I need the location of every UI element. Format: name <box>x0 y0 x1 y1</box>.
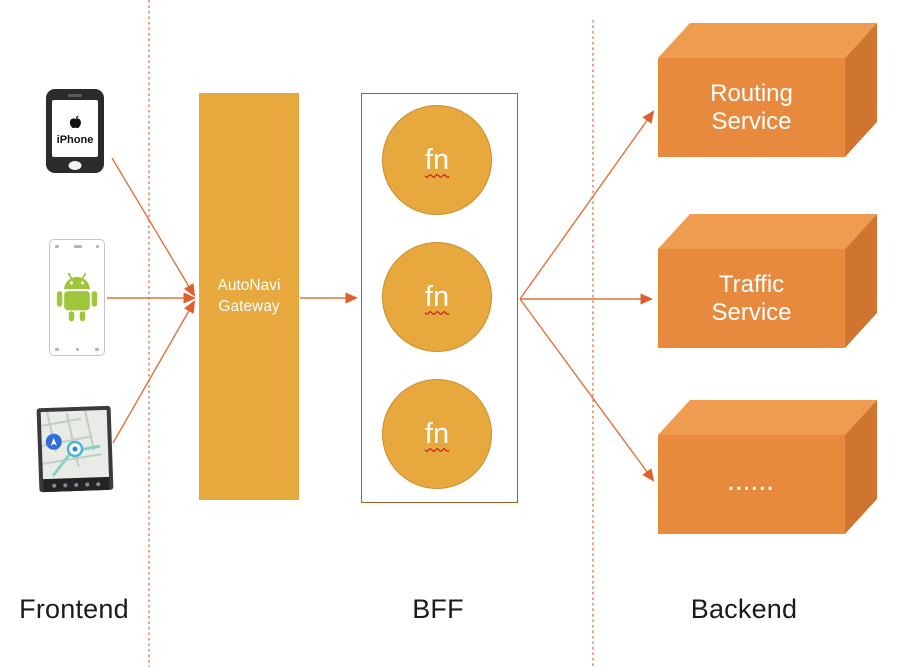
routing-service-node: Routing Service <box>658 23 877 157</box>
fn-node-1: fn <box>382 105 492 215</box>
android-status-bar <box>50 240 104 252</box>
arrow-bff-more <box>519 298 655 482</box>
frontend-section-label: Frontend <box>19 594 129 624</box>
backend-section-label: Backend <box>690 594 798 624</box>
iphone-screen: iPhone <box>52 100 98 157</box>
iphone-device-icon: iPhone <box>46 89 104 173</box>
more-services-label: ...... <box>727 472 775 496</box>
fn-node-2-label: fn <box>424 280 450 313</box>
bff-section-label: BFF <box>412 594 464 624</box>
arrow-carnav-gateway <box>112 300 196 444</box>
routing-service-cube <box>658 23 877 157</box>
android-device-icon <box>49 239 105 356</box>
more-services-cube <box>658 400 877 534</box>
fn-node-3: fn <box>382 379 492 489</box>
fn-node-2: fn <box>382 242 492 352</box>
traffic-service-label: Traffic Service <box>711 270 792 326</box>
android-nav-bar <box>50 343 104 355</box>
iphone-label: iPhone <box>56 134 94 146</box>
car-navigation-icon-bar <box>43 476 110 493</box>
car-navigation-device-icon <box>36 405 114 493</box>
routing-service-label: Routing Service <box>710 79 793 135</box>
autonavi-gateway-node: AutoNavi Gateway <box>199 93 299 500</box>
arrow-iphone-gateway <box>111 157 196 297</box>
fn-node-1-label: fn <box>424 143 450 176</box>
more-services-node: ...... <box>658 400 877 534</box>
apple-logo-icon <box>69 115 81 129</box>
iphone-home-button <box>68 161 82 170</box>
arrow-bff-routing <box>519 110 655 300</box>
iphone-speaker <box>68 94 82 97</box>
car-navigation-screen <box>40 409 109 480</box>
car-navigation-map <box>40 409 103 477</box>
android-robot-icon <box>56 272 98 322</box>
traffic-service-cube <box>658 214 877 348</box>
traffic-service-node: Traffic Service <box>658 214 877 348</box>
autonavi-gateway-label: AutoNavi Gateway <box>217 277 281 315</box>
bff-container-box <box>361 93 518 503</box>
fn-node-3-label: fn <box>424 417 450 450</box>
